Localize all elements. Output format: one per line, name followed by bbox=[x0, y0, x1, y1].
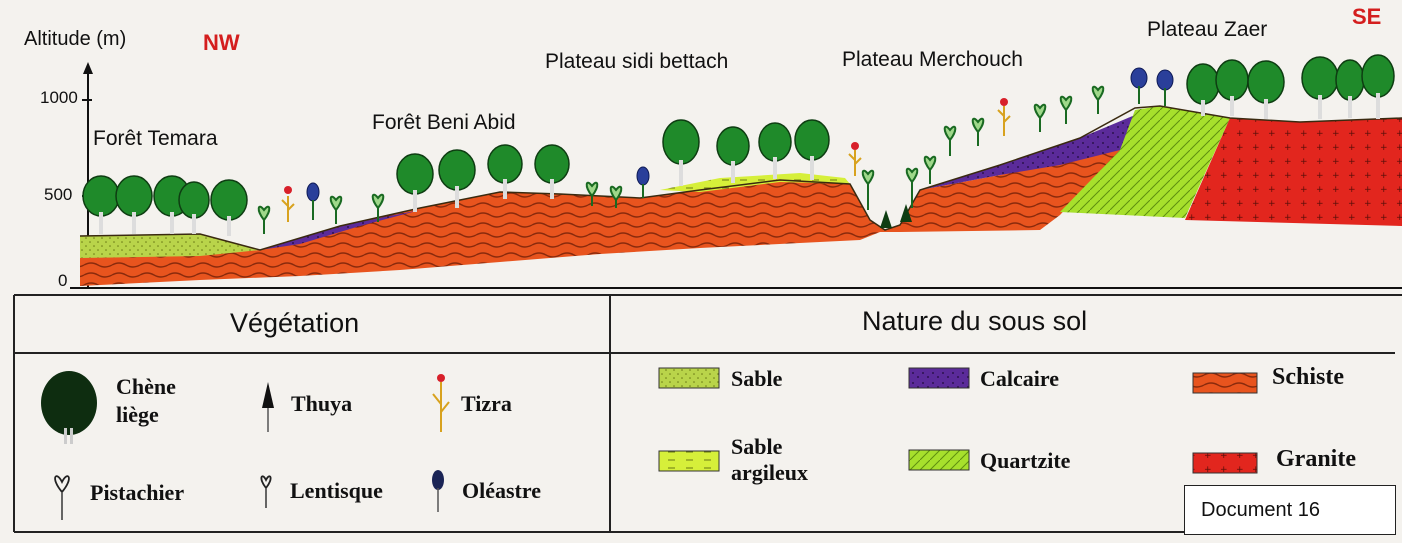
vegetation-legend-title: Végétation bbox=[230, 308, 359, 339]
quartzite-swatch bbox=[909, 450, 969, 470]
nw-direction-label: NW bbox=[203, 30, 240, 56]
legend-calcaire-label: Calcaire bbox=[980, 366, 1059, 392]
legend-pistachier-label: Pistachier bbox=[90, 480, 184, 506]
legend-schiste-label: Schiste bbox=[1272, 364, 1344, 391]
place-plateau-merchouch: Plateau Merchouch bbox=[842, 48, 1023, 72]
legend-sable-label: Sable bbox=[731, 366, 782, 392]
y-axis-label: Altitude (m) bbox=[24, 28, 126, 51]
tizra-icon bbox=[433, 374, 449, 432]
place-foret-temara: Forêt Temara bbox=[93, 127, 218, 151]
legend-granite-label: Granite bbox=[1276, 446, 1356, 473]
legend-oleastre-label: Oléastre bbox=[462, 478, 541, 504]
pistachier-icon bbox=[55, 476, 69, 520]
place-foret-beni-abid: Forêt Beni Abid bbox=[372, 111, 516, 135]
sable-argileux-swatch bbox=[659, 451, 719, 471]
legend-thuya-label: Thuya bbox=[291, 391, 352, 417]
calcaire-swatch bbox=[909, 368, 969, 388]
tick-1000: 1000 bbox=[40, 88, 78, 108]
legend-chene-label-2: liège bbox=[116, 402, 159, 428]
lentisque-icon bbox=[261, 476, 270, 508]
legend-sable-argileux-label-1: Sable bbox=[731, 434, 782, 460]
place-plateau-zaer: Plateau Zaer bbox=[1147, 18, 1267, 42]
chene-liege-icon bbox=[41, 371, 97, 444]
thuya-icon bbox=[262, 382, 274, 432]
tick-500: 500 bbox=[44, 185, 72, 205]
document-label: Document 16 bbox=[1184, 485, 1396, 535]
soil-legend-title: Nature du sous sol bbox=[862, 306, 1087, 337]
legend-chene-label-1: Chène bbox=[116, 374, 176, 400]
sable-swatch bbox=[659, 368, 719, 388]
se-direction-label: SE bbox=[1352, 4, 1402, 30]
y-axis-arrow-icon bbox=[83, 62, 93, 74]
place-plateau-sidi-bettach: Plateau sidi bettach bbox=[545, 50, 728, 74]
legend-sable-argileux-label-2: argileux bbox=[731, 460, 808, 486]
legend-tizra-label: Tizra bbox=[461, 391, 512, 417]
granite-swatch bbox=[1193, 453, 1257, 473]
tick-0: 0 bbox=[58, 271, 67, 291]
oleastre-icon bbox=[432, 470, 444, 512]
legend-quartzite-label: Quartzite bbox=[980, 448, 1070, 474]
legend-lentisque-label: Lentisque bbox=[290, 478, 383, 504]
schiste-swatch bbox=[1193, 373, 1257, 393]
